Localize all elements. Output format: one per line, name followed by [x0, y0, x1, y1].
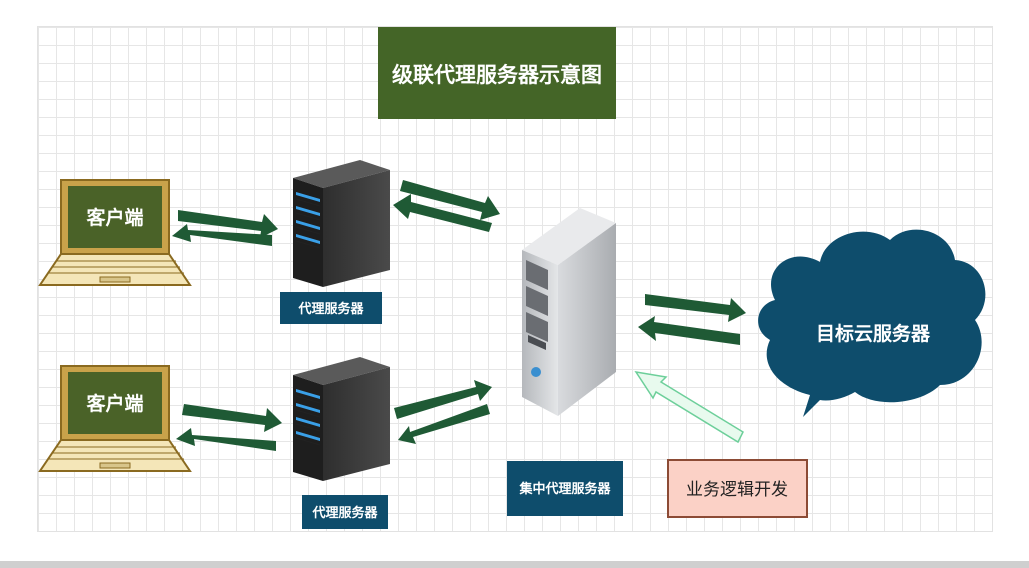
bottom-scrollbar[interactable] — [0, 561, 1029, 568]
laptop-keyboard — [38, 253, 192, 286]
arrow-icon — [634, 370, 744, 444]
arrow-right-icon — [645, 294, 746, 322]
laptop-screen — [68, 186, 162, 248]
central-label-box — [507, 461, 623, 516]
hollow-arrow — [634, 370, 744, 444]
central-proxy-label: 集中代理服务器 — [518, 481, 611, 497]
arrow-left-icon — [398, 404, 490, 444]
title-background — [378, 27, 616, 119]
central-proxy-server: 集中代理服务器 — [507, 208, 623, 516]
proxy-label-2: 代理服务器 — [311, 505, 378, 521]
client-laptop-1: 客户端 — [38, 179, 192, 286]
business-logic-box — [667, 459, 808, 518]
laptop-keyboard — [38, 439, 192, 472]
business-logic: 业务逻辑开发 — [667, 459, 808, 518]
proxy-label-1: 代理服务器 — [297, 301, 364, 317]
cloud-label: 目标云服务器 — [816, 322, 931, 345]
proxy-server-1: 代理服务器 — [280, 160, 390, 324]
laptop-screen — [68, 372, 162, 434]
arrow-left-icon — [176, 428, 276, 451]
business-logic-label: 业务逻辑开发 — [686, 480, 788, 500]
client-laptop-2: 客户端 — [38, 365, 192, 472]
connection-arrows — [172, 180, 746, 451]
arrow-left-icon — [638, 316, 740, 345]
server-icon — [293, 357, 390, 385]
arrow-right-icon — [400, 180, 500, 220]
arrow-right-icon — [182, 404, 282, 432]
arrow-right-icon — [178, 210, 278, 238]
cloud-icon — [758, 229, 986, 417]
title-text: 级联代理服务器示意图 — [392, 63, 602, 87]
tower-server-icon — [522, 208, 616, 265]
proxy-label-box-2 — [302, 495, 388, 529]
target-cloud-server: 目标云服务器 — [758, 229, 986, 417]
proxy-server-2: 代理服务器 — [293, 357, 390, 529]
client-label-1: 客户端 — [86, 206, 143, 229]
arrow-left-icon — [393, 194, 492, 232]
diagram-title: 级联代理服务器示意图 — [378, 27, 616, 119]
proxy-label-box-1 — [280, 292, 382, 324]
client-label-2: 客户端 — [86, 392, 143, 415]
arrow-right-icon — [394, 380, 492, 419]
server-icon — [293, 160, 390, 188]
arrow-left-icon — [172, 224, 272, 246]
